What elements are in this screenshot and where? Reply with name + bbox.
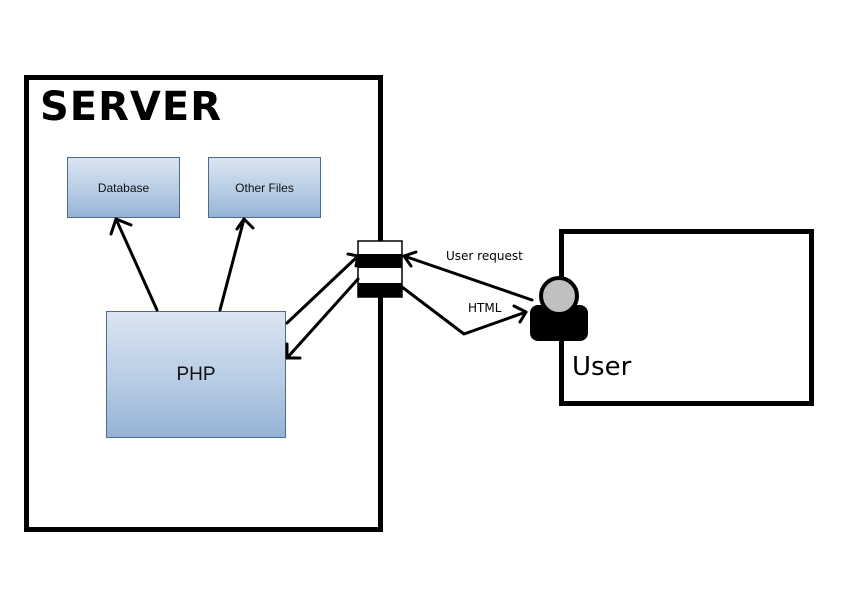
server-container [24,75,383,532]
other-files-node[interactable]: Other Files [208,157,321,218]
gateway-block [357,240,403,298]
arrow-php-to-database [109,217,159,312]
other-files-label: Other Files [235,180,294,195]
arrow-php-to-other-files [218,217,255,312]
php-node[interactable]: PHP [106,311,286,438]
server-title: SERVER [40,84,223,130]
user-request-label: User request [446,249,523,263]
user-title: User [572,352,632,382]
arrow-user-request [402,250,534,302]
arrow-html-response [400,285,528,336]
arrow-php-to-gateway [285,252,360,325]
html-label: HTML [468,301,502,315]
php-label: PHP [176,363,216,385]
database-node[interactable]: Database [67,157,180,218]
arrow-gateway-to-php [285,277,360,360]
database-label: Database [97,180,150,195]
user-avatar-icon [530,276,588,341]
